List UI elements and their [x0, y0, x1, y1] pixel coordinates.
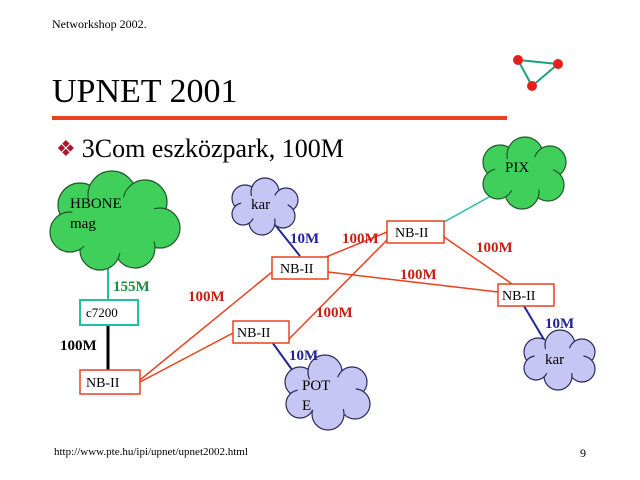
label-top-right-100m: 100M — [476, 240, 513, 256]
device-nb-right: NB-II — [497, 283, 555, 307]
header-note: Networkshop 2002. — [52, 17, 147, 31]
link-nb-left-nb-center — [139, 271, 273, 381]
svg-text:NB-II: NB-II — [280, 262, 314, 277]
label-hbone-c7200-155m: 155M — [113, 279, 150, 295]
cloud-pote-label-1: POT — [302, 378, 330, 394]
cloud-kar-top-label: kar — [251, 197, 270, 213]
link-nb-top-nb-right — [443, 236, 519, 289]
device-nb-left: NB-II — [79, 369, 141, 395]
svg-text:NB-II: NB-II — [86, 376, 120, 391]
label-center-right-100m: 100M — [400, 267, 437, 283]
cloud-kar-right — [523, 329, 596, 391]
device-c7200: c7200 — [79, 299, 139, 326]
footer-url: http://www.pte.hu/ipi/upnet/upnet2002.ht… — [54, 446, 248, 458]
label-center-top-100m: 100M — [342, 231, 379, 247]
device-nb-center: NB-II — [271, 256, 329, 280]
link-nb-center-nb-right — [327, 271, 499, 293]
cloud-pote-label-2: E — [302, 398, 311, 414]
cloud-kar-top — [231, 177, 299, 236]
label-middle-pote-10m: 10M — [289, 348, 318, 364]
cloud-hbone-label-1: HBONE — [70, 196, 122, 212]
bullet-text: 3Com eszközpark, 100M — [81, 134, 344, 163]
cloud-kar-right-label: kar — [545, 352, 564, 368]
svg-text:NB-II: NB-II — [502, 289, 536, 304]
bullet-point: ❖ 3Com eszközpark, 100M — [56, 133, 344, 165]
device-nb-top: NB-II — [386, 220, 445, 244]
device-nb-middle: NB-II — [232, 320, 290, 344]
link-nb-top-pix — [443, 191, 499, 223]
title-underline — [52, 116, 507, 120]
label-middle-top-100m: 100M — [316, 305, 353, 321]
label-c7200-nb-100m: 100M — [60, 338, 97, 354]
link-nb-middle-nb-top — [287, 239, 388, 341]
cloud-hbone-label-2: mag — [70, 216, 96, 232]
link-nb-left-nb-middle — [139, 332, 234, 383]
svg-text:NB-II: NB-II — [237, 326, 271, 341]
cloud-pix — [482, 136, 567, 210]
cloud-pix-label: PIX — [505, 160, 529, 176]
svg-text:c7200: c7200 — [86, 305, 118, 320]
label-left-center-100m: 100M — [188, 289, 225, 305]
svg-text:NB-II: NB-II — [395, 226, 429, 241]
label-kar-top-10m: 10M — [290, 231, 319, 247]
page-title: UPNET 2001 — [52, 73, 238, 110]
link-nb-right-kar-right — [523, 305, 547, 344]
triangle-logo-icon — [513, 55, 563, 91]
cloud-hbone — [49, 170, 181, 271]
cloud-pote — [284, 354, 371, 431]
link-nb-center-nb-top — [325, 231, 388, 258]
label-right-kar-10m: 10M — [545, 316, 574, 332]
diamond-bullet-icon: ❖ — [56, 136, 76, 161]
page-number: 9 — [580, 446, 586, 460]
